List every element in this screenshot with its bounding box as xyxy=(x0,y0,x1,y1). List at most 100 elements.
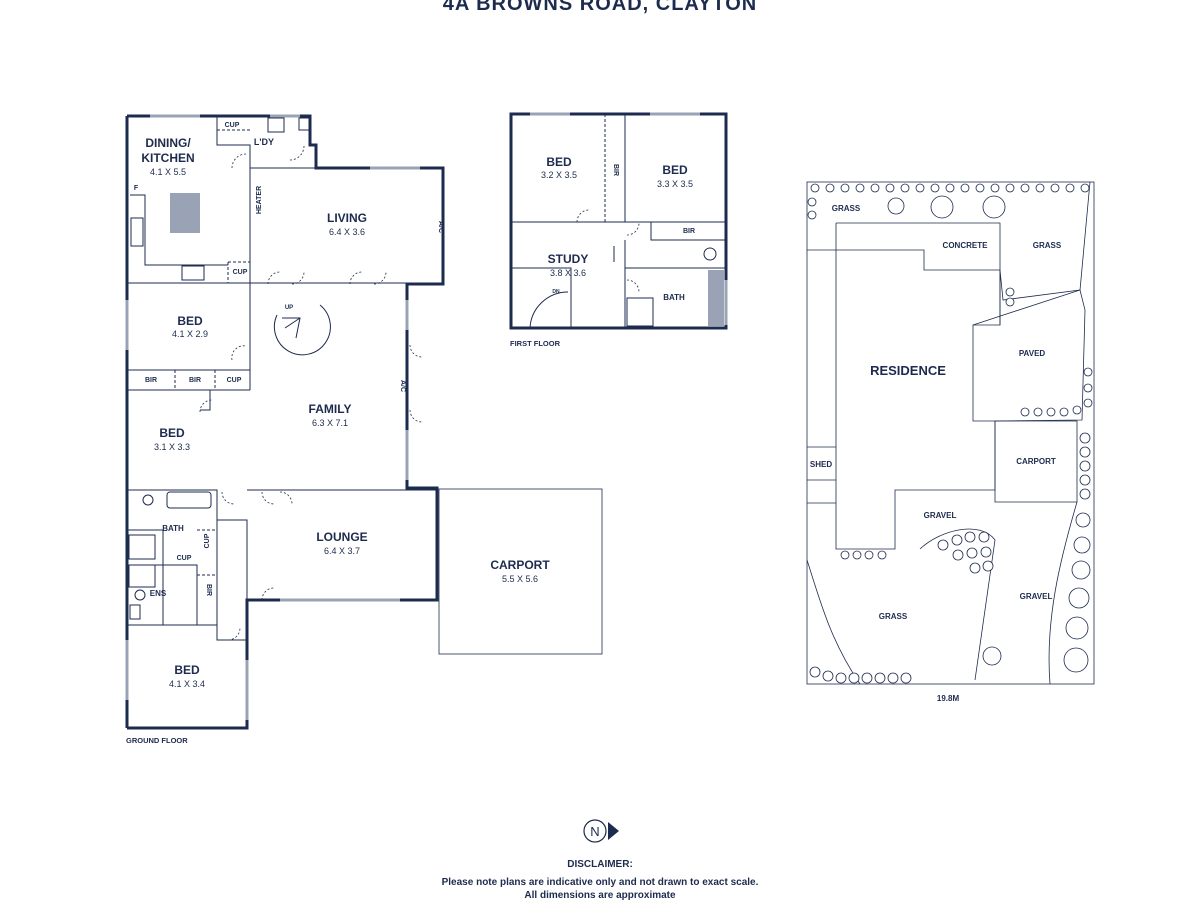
spiral-stair xyxy=(273,304,331,356)
shrub xyxy=(840,550,850,560)
shower xyxy=(128,534,156,560)
room-dimension: 4.1 X 5.5 xyxy=(150,167,186,177)
shrub xyxy=(1079,446,1091,458)
cooktop xyxy=(181,265,205,281)
stair-curve xyxy=(529,291,569,329)
room-dimension: 3.8 X 3.6 xyxy=(550,268,586,278)
shrub xyxy=(855,183,865,193)
cupboard-label: CUP xyxy=(177,555,192,562)
room-dimension: 3.3 X 3.5 xyxy=(657,179,693,189)
shrub xyxy=(852,550,862,560)
door-swing xyxy=(199,399,213,413)
wall xyxy=(200,390,211,411)
shrub xyxy=(990,183,1000,193)
room-dimension: 6.4 X 3.7 xyxy=(324,546,360,556)
shrub xyxy=(1083,383,1093,393)
shrub xyxy=(900,183,910,193)
room-label-living: LIVING xyxy=(327,211,367,225)
laundry-tub xyxy=(267,117,285,133)
garden-bed xyxy=(937,531,1002,666)
shrub xyxy=(1050,183,1060,193)
room-dimension: 6.4 X 3.6 xyxy=(329,227,365,237)
stair-up-label: UP xyxy=(285,305,293,311)
shrub xyxy=(1079,432,1091,444)
disclaimer-line-1: Please note plans are indicative only an… xyxy=(442,877,759,888)
toilet xyxy=(134,589,146,601)
fridge-label: F xyxy=(134,185,139,192)
spiral-stair-tread xyxy=(284,317,301,329)
wall xyxy=(245,598,262,640)
bathtub xyxy=(166,491,212,509)
cupboard-label: CUP xyxy=(233,269,248,276)
garden-edge xyxy=(1048,501,1078,685)
site-boundary xyxy=(806,181,1095,685)
room-dimension: 6.3 X 7.1 xyxy=(312,418,348,428)
ac-label: A/C xyxy=(437,221,444,233)
shrub xyxy=(1020,183,1030,193)
wall xyxy=(127,529,164,565)
ac-label: A/C xyxy=(399,380,406,392)
heater-label: HEATER xyxy=(256,186,263,214)
cupboard-label: CUP xyxy=(204,533,211,548)
shrub xyxy=(874,672,886,684)
first-floor-plan: BED 3.2 X 3.5 BIR BED 3.3 X 3.5 BIR STUD… xyxy=(509,112,728,348)
tree xyxy=(887,197,905,215)
room-label-dining: DINING/ xyxy=(145,136,191,150)
shrub xyxy=(1005,287,1015,297)
sink xyxy=(130,217,144,247)
garden-edge xyxy=(919,528,996,681)
shrub-row xyxy=(807,183,1090,220)
wall xyxy=(650,222,726,241)
site-width-label: 19.8M xyxy=(937,694,960,703)
shrub xyxy=(877,550,887,560)
grass-label: GRASS xyxy=(879,612,908,621)
carport-outline xyxy=(438,488,603,655)
kitchen-island xyxy=(170,193,200,233)
shrub xyxy=(900,672,912,684)
shrub xyxy=(1079,474,1091,486)
wall xyxy=(127,624,247,641)
property-title: 4A BROWNS ROAD, CLAYTON xyxy=(443,0,758,15)
shrub xyxy=(980,546,992,558)
grass-label: GRASS xyxy=(832,204,861,213)
shrub xyxy=(966,547,978,559)
kitchen-bench xyxy=(130,194,228,266)
shrub xyxy=(1079,460,1091,472)
room-label-bed: BED xyxy=(546,155,572,169)
door-swing xyxy=(576,209,590,223)
stair-down-label: DN xyxy=(552,289,560,295)
shrub xyxy=(969,562,981,574)
ground-carport: CARPORT 5.5 X 5.6 xyxy=(438,488,603,655)
shrub xyxy=(1075,512,1091,528)
door-swing xyxy=(279,491,293,505)
robe-label: BIR xyxy=(205,584,212,596)
shrub xyxy=(1072,405,1082,415)
door-swing xyxy=(231,153,247,169)
grass-label: GRASS xyxy=(1033,241,1062,250)
compass-circle xyxy=(583,819,607,843)
door-swing xyxy=(221,491,235,505)
vanity xyxy=(708,270,724,326)
room-label-lounge: LOUNGE xyxy=(316,530,367,544)
wall xyxy=(127,369,251,390)
shrub xyxy=(1083,367,1093,377)
shrub-row xyxy=(1020,367,1093,417)
shrub xyxy=(964,531,976,543)
cupboard-label: CUP xyxy=(225,122,240,129)
shrub xyxy=(975,183,985,193)
door-swing xyxy=(626,279,640,293)
tree xyxy=(1068,587,1090,609)
shrub xyxy=(848,672,860,684)
residence-label: RESIDENCE xyxy=(870,363,946,378)
room-label-kitchen: KITCHEN xyxy=(141,151,194,165)
shrub xyxy=(952,549,964,561)
toilet xyxy=(703,247,717,261)
shrub xyxy=(1046,407,1056,417)
door-swing xyxy=(373,271,387,285)
shrub xyxy=(807,210,817,220)
room-dimension: 5.5 X 5.6 xyxy=(502,574,538,584)
robe-label: BIR xyxy=(683,228,695,235)
site-plan: GRASS CONCRETE GRASS PAVED RESIDENCE SHE… xyxy=(806,181,1095,703)
tree xyxy=(1063,647,1089,673)
shrub xyxy=(982,560,994,572)
